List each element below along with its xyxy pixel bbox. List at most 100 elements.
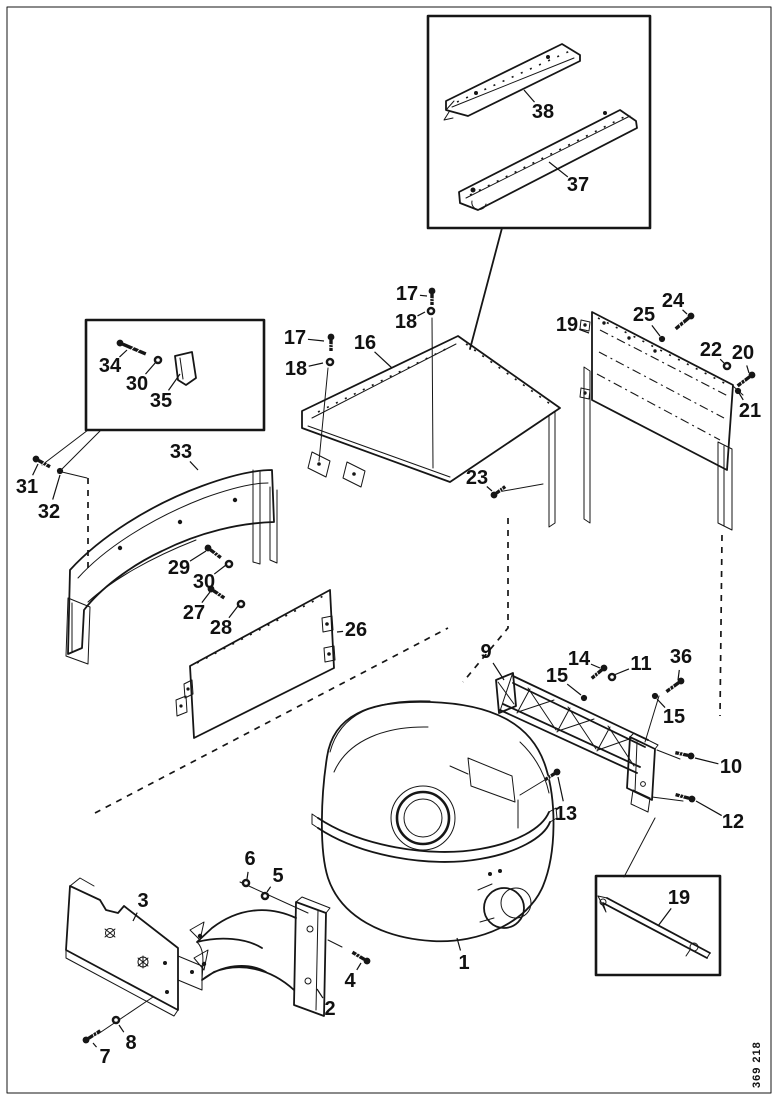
callout-9: 9 bbox=[480, 641, 491, 663]
bolt-icon bbox=[351, 950, 371, 965]
support-bracket-2 bbox=[189, 881, 343, 1017]
fuel-tank-1 bbox=[311, 700, 558, 943]
callout-leader bbox=[695, 800, 722, 817]
callout-leader bbox=[189, 461, 199, 471]
bracket-35 bbox=[174, 351, 197, 386]
bolt-icon bbox=[116, 339, 147, 356]
bolt-icon bbox=[665, 677, 685, 693]
callout-leader bbox=[119, 349, 128, 358]
outlet-port bbox=[477, 883, 532, 929]
callout-leader bbox=[307, 338, 325, 342]
callout-leader bbox=[590, 663, 601, 669]
bolt-icon bbox=[674, 751, 695, 760]
callout-37: 37 bbox=[567, 174, 589, 196]
bolt-icon bbox=[207, 585, 226, 600]
washer-icon bbox=[426, 306, 436, 316]
cover-plate-16 bbox=[301, 317, 561, 488]
callout-leader bbox=[694, 757, 719, 765]
inset-top-strips bbox=[426, 14, 652, 350]
callout-22: 22 bbox=[700, 339, 722, 361]
callout-26: 26 bbox=[345, 619, 367, 641]
page-border bbox=[6, 6, 772, 1094]
callout-10: 10 bbox=[720, 756, 742, 778]
callout-leader bbox=[456, 937, 462, 951]
assembly-axes bbox=[61, 471, 723, 814]
callout-leader bbox=[677, 669, 680, 681]
callout-14: 14 bbox=[568, 648, 591, 670]
callout-24: 24 bbox=[662, 290, 685, 312]
callout-8: 8 bbox=[125, 1032, 136, 1054]
callout-19: 19 bbox=[668, 887, 690, 909]
callout-leader bbox=[657, 908, 672, 927]
callout-31: 31 bbox=[16, 476, 38, 498]
bolt-icon bbox=[490, 485, 507, 499]
callout-leader bbox=[118, 1024, 125, 1033]
bolt-icon bbox=[204, 544, 222, 559]
callout-leader bbox=[557, 776, 564, 802]
filler-neck bbox=[390, 785, 456, 851]
flange-bar bbox=[583, 366, 591, 524]
callout-16: 16 bbox=[354, 332, 376, 354]
truss-bracket-9 bbox=[495, 672, 684, 813]
callout-23: 23 bbox=[466, 467, 488, 489]
callout-leader bbox=[566, 683, 582, 696]
nut-icon bbox=[734, 387, 742, 395]
callout-34: 34 bbox=[99, 355, 122, 377]
hardware-layer bbox=[32, 287, 756, 1044]
side-panel-19 bbox=[497, 311, 744, 531]
callout-leader bbox=[548, 161, 569, 178]
callout-15: 15 bbox=[546, 665, 568, 687]
callout-leader bbox=[613, 668, 630, 676]
callout-leader bbox=[417, 311, 426, 317]
bolt-icon bbox=[327, 333, 335, 351]
callout-leader bbox=[213, 564, 227, 575]
strip-38 bbox=[443, 43, 581, 121]
mount-plate-3 bbox=[65, 877, 203, 1035]
callout-leader bbox=[52, 474, 61, 500]
callout-32: 32 bbox=[38, 501, 60, 523]
callout-leader bbox=[374, 351, 393, 369]
callout-35: 35 bbox=[150, 390, 172, 412]
callout-4: 4 bbox=[344, 970, 356, 992]
callout-36: 36 bbox=[670, 646, 692, 668]
callout-leader bbox=[92, 1042, 97, 1048]
callout-12: 12 bbox=[722, 811, 744, 833]
nut-icon bbox=[651, 692, 659, 700]
callout-leader bbox=[523, 89, 535, 103]
bolt-icon bbox=[674, 312, 695, 331]
callout-leader bbox=[316, 988, 324, 999]
callout-leader bbox=[308, 362, 324, 367]
nut-icon bbox=[658, 335, 666, 343]
bolt-icon bbox=[82, 1029, 102, 1044]
bolt-icon bbox=[544, 768, 561, 782]
callout-leader bbox=[32, 463, 39, 476]
callout-7: 7 bbox=[99, 1046, 110, 1068]
lower-panel-26 bbox=[175, 589, 336, 739]
callout-19: 19 bbox=[556, 314, 578, 336]
flange-bar bbox=[548, 410, 556, 528]
callout-29: 29 bbox=[168, 557, 190, 579]
callout-33: 33 bbox=[170, 441, 192, 463]
bolt-icon bbox=[675, 792, 696, 803]
bolt-icon bbox=[736, 371, 756, 388]
callout-leader bbox=[486, 486, 493, 492]
callout-11: 11 bbox=[630, 653, 651, 675]
callout-leader bbox=[682, 309, 688, 315]
callout-18: 18 bbox=[285, 358, 307, 380]
callout-25: 25 bbox=[633, 304, 655, 326]
callout-leader bbox=[132, 912, 138, 922]
inset-left-hardware bbox=[41, 318, 266, 474]
callout-leader bbox=[246, 871, 249, 880]
callout-leader bbox=[266, 886, 272, 893]
washer-icon bbox=[260, 891, 270, 901]
bolt-icon bbox=[428, 287, 436, 305]
figure-code: 369 218 bbox=[751, 1041, 763, 1088]
heat-shield-33 bbox=[65, 469, 278, 665]
callout-38: 38 bbox=[532, 101, 554, 123]
callout-21: 21 bbox=[739, 400, 761, 422]
bolt-icon bbox=[590, 664, 608, 680]
callout-leader bbox=[746, 365, 750, 374]
callout-leader bbox=[228, 605, 239, 619]
